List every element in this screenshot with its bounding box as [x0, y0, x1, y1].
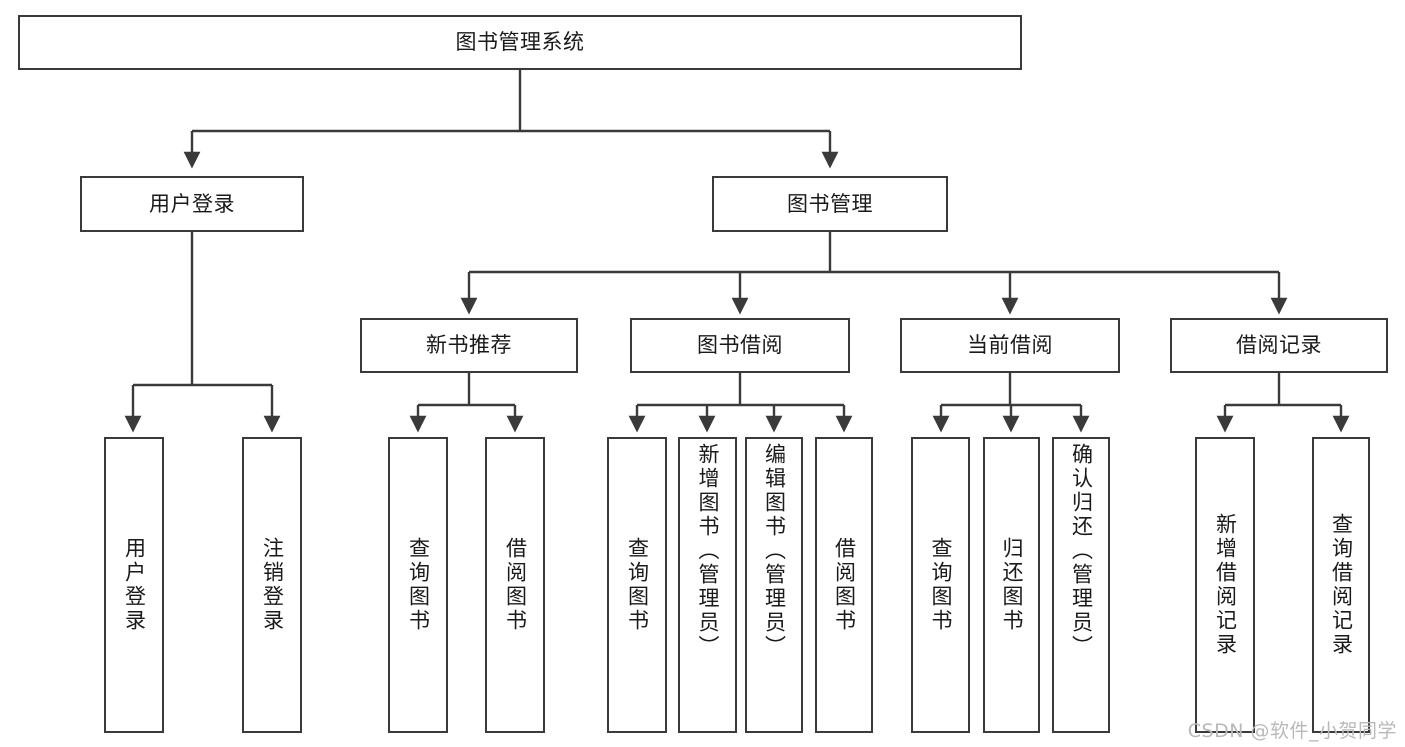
node-current-borrow[interactable]: 当前借阅: [900, 318, 1120, 373]
node-leaf-query-book-3-label: 查询图书: [929, 537, 953, 633]
node-user-login[interactable]: 用户登录: [80, 176, 304, 232]
node-book-borrow[interactable]: 图书借阅: [630, 318, 850, 373]
node-leaf-borrow-book-2[interactable]: 借阅图书: [815, 437, 873, 733]
node-leaf-edit-book-admin[interactable]: 编辑图书（管理员）: [745, 437, 803, 733]
node-current-borrow-label: 当前借阅: [967, 333, 1053, 358]
node-leaf-query-book-3[interactable]: 查询图书: [911, 437, 970, 733]
node-leaf-edit-book-admin-label: 编辑图书（管理员）: [762, 443, 787, 659]
node-leaf-confirm-return-admin-label: 确认归还（管理员）: [1069, 443, 1094, 659]
node-leaf-return-book-label: 归还图书: [1000, 537, 1024, 633]
node-leaf-add-book-admin-label: 新增图书（管理员）: [696, 443, 720, 659]
node-leaf-query-book-2[interactable]: 查询图书: [607, 437, 667, 733]
node-book-management[interactable]: 图书管理: [712, 176, 948, 232]
node-leaf-query-borrow-record-label: 查询借阅记录: [1329, 513, 1354, 657]
node-leaf-query-book-1-label: 查询图书: [406, 537, 431, 633]
node-new-book-recommend-label: 新书推荐: [426, 333, 512, 358]
node-leaf-borrow-book-1[interactable]: 借阅图书: [485, 437, 545, 733]
node-book-borrow-label: 图书借阅: [697, 333, 783, 358]
node-book-management-label: 图书管理: [787, 191, 873, 216]
node-leaf-borrow-book-2-label: 借阅图书: [832, 537, 857, 633]
node-leaf-borrow-book-1-label: 借阅图书: [503, 537, 528, 633]
node-leaf-add-borrow-record-label: 新增借阅记录: [1213, 513, 1238, 657]
node-leaf-confirm-return-admin[interactable]: 确认归还（管理员）: [1052, 437, 1110, 733]
node-leaf-query-borrow-record[interactable]: 查询借阅记录: [1312, 437, 1370, 733]
node-user-login-label: 用户登录: [149, 191, 235, 216]
node-leaf-user-login-label: 用户登录: [122, 537, 147, 633]
node-leaf-logout[interactable]: 注销登录: [242, 437, 302, 733]
node-new-book-recommend[interactable]: 新书推荐: [360, 318, 578, 373]
node-leaf-logout-label: 注销登录: [260, 537, 285, 633]
node-leaf-user-login[interactable]: 用户登录: [104, 437, 164, 733]
node-leaf-add-borrow-record[interactable]: 新增借阅记录: [1195, 437, 1255, 733]
node-root[interactable]: 图书管理系统: [18, 15, 1022, 70]
node-leaf-query-book-1[interactable]: 查询图书: [388, 437, 448, 733]
node-borrow-records-label: 借阅记录: [1236, 333, 1322, 358]
node-root-label: 图书管理系统: [455, 30, 585, 55]
node-leaf-query-book-2-label: 查询图书: [625, 537, 650, 633]
node-borrow-records[interactable]: 借阅记录: [1170, 318, 1388, 373]
node-leaf-return-book[interactable]: 归还图书: [983, 437, 1040, 733]
watermark-text: CSDN @软件_小贺同学: [1187, 720, 1397, 742]
node-leaf-add-book-admin[interactable]: 新增图书（管理员）: [678, 437, 737, 733]
